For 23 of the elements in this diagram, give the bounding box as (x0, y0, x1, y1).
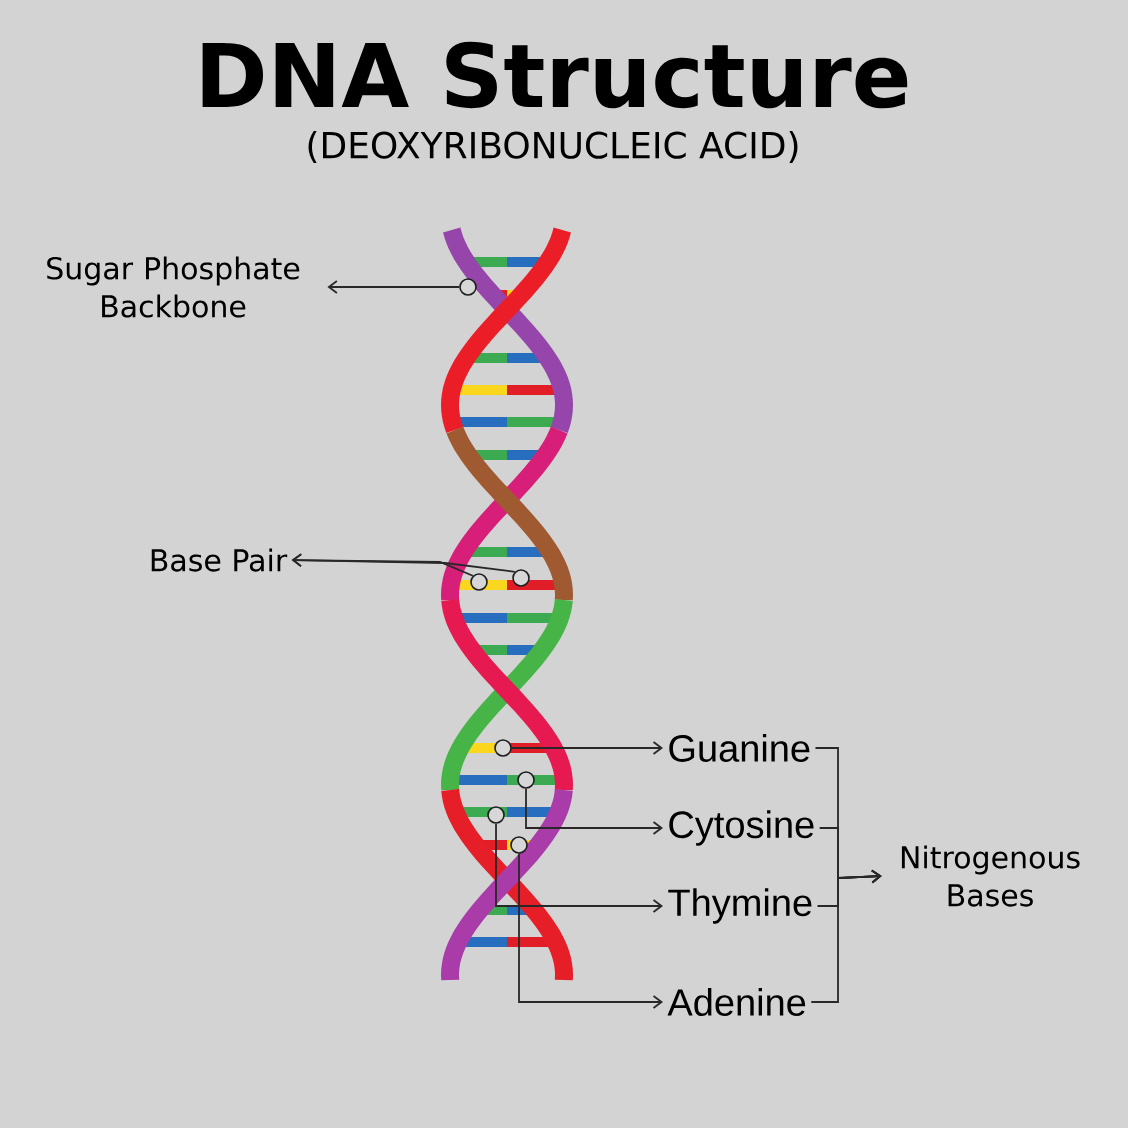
marker-circle (487, 806, 505, 824)
marker-circle (517, 771, 535, 789)
leader-line (291, 553, 516, 573)
marker-circle (512, 569, 530, 587)
base-label: Thymine (668, 888, 812, 924)
base-label: Cytosine (669, 810, 814, 846)
marker-circle (510, 836, 528, 854)
base-label: Adenine (667, 988, 806, 1016)
marker-circle (494, 739, 512, 757)
label: Nitrogenous Bases (901, 845, 1080, 907)
label: Sugar Phosphate Backbone (47, 256, 300, 318)
label: Base Pair (151, 548, 288, 572)
title: DNA Structure (202, 41, 908, 109)
base-label: Guanine (669, 734, 810, 762)
leader-line (810, 869, 882, 1003)
marker-circle (470, 573, 488, 591)
marker-circle (459, 278, 477, 296)
leader-line (525, 787, 663, 835)
leader-line (495, 822, 663, 913)
leader-line (327, 280, 461, 294)
leader-line (518, 852, 663, 1009)
subtitle: (DEOXYRIBONUCLEIC ACID) (308, 130, 798, 163)
leader-line (510, 741, 663, 755)
